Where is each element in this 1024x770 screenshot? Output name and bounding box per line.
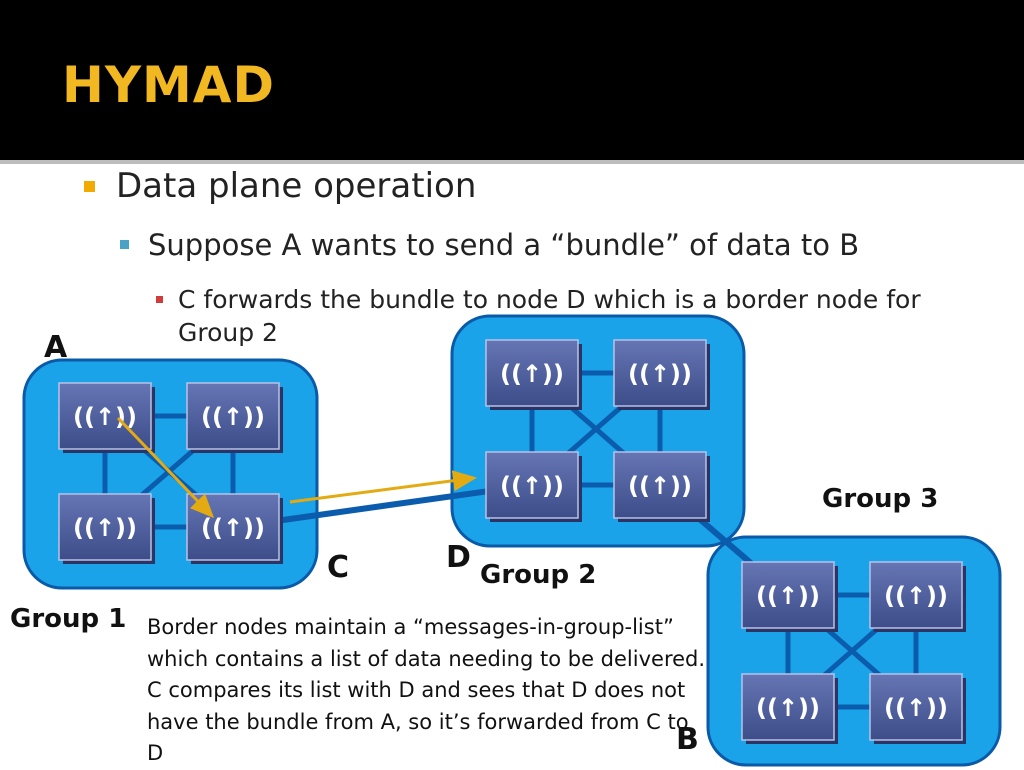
group-1-label: Group 1 — [10, 604, 127, 634]
svg-text:((↑)): ((↑)) — [500, 472, 564, 500]
svg-text:((↑)): ((↑)) — [201, 514, 265, 542]
header-divider — [0, 160, 1024, 164]
router-icon: ((↑)) — [58, 493, 155, 564]
border-node-description: Border nodes maintain a “messages-in-gro… — [147, 615, 706, 765]
router-icon: ((↑)) — [741, 561, 838, 632]
router-icon: ((↑)) — [613, 339, 710, 410]
router-icon: ((↑)) — [186, 382, 283, 453]
svg-text:((↑)): ((↑)) — [500, 360, 564, 388]
router-icon: ((↑)) — [741, 673, 838, 744]
svg-text:((↑)): ((↑)) — [756, 694, 820, 722]
svg-text:((↑)): ((↑)) — [884, 694, 948, 722]
svg-text:((↑)): ((↑)) — [756, 582, 820, 610]
bullet-marker-level2 — [120, 240, 129, 249]
bundle-arrow-c-to-d — [289, 470, 477, 504]
node-label-a: A — [44, 330, 68, 365]
node-label-d: D — [446, 540, 471, 575]
bullet-level2: Suppose A wants to send a “bundle” of da… — [148, 228, 860, 262]
router-icon: ((↑)) — [869, 561, 966, 632]
slide-title: HYMAD — [62, 56, 276, 114]
router-icon: ((↑)) — [186, 493, 283, 564]
svg-text:((↑)): ((↑)) — [628, 360, 692, 388]
svg-text:((↑)): ((↑)) — [73, 514, 137, 542]
bundle-arrow-a-to-c — [116, 416, 215, 519]
router-nodes: ((↑)) ((↑)) ((↑)) ((↑)) ((↑)) ((↑)) ((↑)) ((↑))… — [58, 339, 966, 744]
group-2-label: Group 2 — [480, 560, 597, 590]
group-3-label: Group 3 — [822, 484, 939, 514]
node-label-c: C — [327, 550, 350, 585]
router-icon: ((↑)) — [485, 451, 582, 522]
bullet-marker-level1 — [84, 181, 95, 192]
node-label-b: B — [676, 722, 699, 757]
svg-text:((↑)): ((↑)) — [201, 403, 265, 431]
svg-text:((↑)): ((↑)) — [884, 582, 948, 610]
router-icon: ((↑)) — [485, 339, 582, 410]
router-icon: ((↑)) — [613, 451, 710, 522]
router-icon: ((↑)) — [869, 673, 966, 744]
bullet-level3: C forwards the bundle to node D which is… — [178, 285, 921, 347]
bullet-marker-level3 — [156, 296, 163, 303]
bullet-level1: Data plane operation — [116, 166, 477, 206]
svg-text:((↑)): ((↑)) — [628, 472, 692, 500]
slide-header — [0, 0, 1024, 160]
